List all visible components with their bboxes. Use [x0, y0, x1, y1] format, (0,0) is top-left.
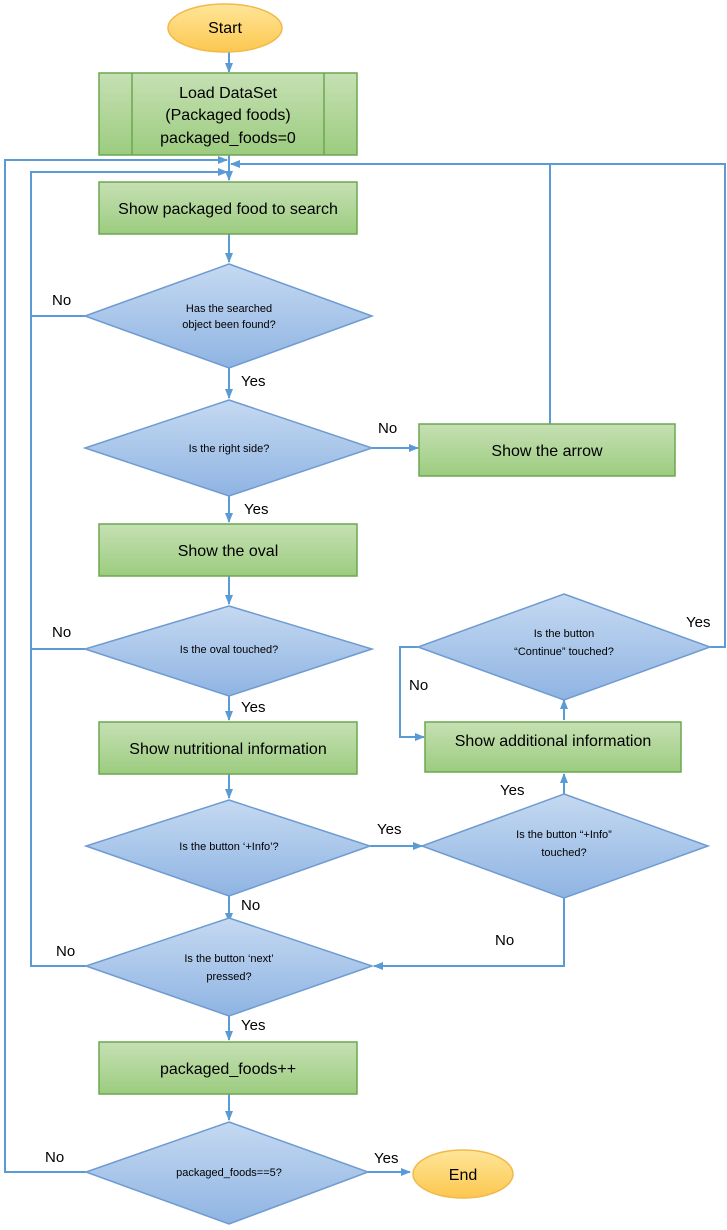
- found-decision: Has the searched object been found?: [82, 263, 375, 369]
- show-arrow-label: Show the arrow: [491, 443, 603, 460]
- label-no-right: No: [378, 420, 397, 437]
- end-terminal: End: [412, 1149, 514, 1199]
- label-no-five: No: [45, 1149, 64, 1166]
- label-yes-next: Yes: [241, 1017, 265, 1034]
- continue-decision: Is the button “Continue” touched?: [415, 593, 713, 701]
- label-yes-five: Yes: [374, 1150, 398, 1167]
- branch-labels: No Yes No Yes No Yes Yes No Yes Yes No N…: [45, 292, 710, 1167]
- label-yes-found: Yes: [241, 373, 265, 390]
- found-line-2: object been found?: [182, 319, 276, 331]
- label-yes-right: Yes: [244, 501, 268, 518]
- connector-check-no-loop: [4, 156, 228, 1173]
- connector-plus-touched-no: [373, 898, 565, 970]
- load-dataset-box: Load DataSet (Packaged foods) packaged_f…: [98, 72, 358, 156]
- show-nutritional-label: Show nutritional information: [129, 741, 326, 758]
- load-line-3: packaged_foods=0: [160, 130, 296, 147]
- next-decision: Is the button ‘next’ pressed?: [83, 917, 375, 1017]
- label-yes-continue: Yes: [686, 614, 710, 631]
- next-line-1: Is the button ‘next’: [184, 953, 273, 965]
- continue-line-1: Is the button: [534, 628, 595, 640]
- show-additional-box: Show additional information: [424, 721, 682, 773]
- label-no-plus-touched: No: [495, 932, 514, 949]
- increment-box: packaged_foods++: [98, 1041, 358, 1095]
- connector-continue-yes-loop: [550, 163, 726, 648]
- show-food-box: Show packaged food to search: [98, 181, 358, 235]
- label-yes-plus-btn: Yes: [377, 821, 401, 838]
- show-food-label: Show packaged food to search: [118, 201, 338, 218]
- plus-info-label: Is the button ‘+Info’?: [179, 841, 278, 853]
- show-nutritional-box: Show nutritional information: [98, 721, 358, 775]
- connector-found-no-loop: [30, 168, 228, 317]
- start-terminal: Start: [167, 3, 283, 53]
- connectors: [4, 52, 726, 1176]
- end-label: End: [449, 1167, 477, 1184]
- oval-touched-label: Is the oval touched?: [180, 644, 278, 656]
- increment-label: packaged_foods++: [160, 1061, 296, 1078]
- right-side-label: Is the right side?: [189, 443, 270, 455]
- label-no-continue: No: [409, 677, 428, 694]
- show-arrow-box: Show the arrow: [418, 423, 676, 477]
- right-side-decision: Is the right side?: [82, 399, 375, 497]
- found-line-1: Has the searched: [186, 303, 272, 315]
- connector-next-no-loop: [30, 649, 86, 967]
- plus-info-decision: Is the button ‘+Info’?: [83, 799, 373, 897]
- plus-touched-decision: Is the button “+Info” touched?: [419, 793, 711, 899]
- load-line-2: (Packaged foods): [165, 107, 290, 124]
- label-no-found: No: [52, 292, 71, 309]
- plus-touched-line-1: Is the button “+Info”: [516, 829, 612, 841]
- connector-continue-no: [399, 646, 425, 741]
- show-additional-label: Show additional information: [455, 733, 652, 750]
- label-no-oval: No: [52, 624, 71, 641]
- show-oval-label: Show the oval: [178, 543, 279, 560]
- load-line-1: Load DataSet: [179, 85, 277, 102]
- connector-oval-no-loop: [30, 316, 85, 650]
- check-five-label: packaged_foods==5?: [176, 1167, 282, 1179]
- label-no-plus-btn: No: [241, 897, 260, 914]
- label-no-next: No: [56, 943, 75, 960]
- start-label: Start: [208, 20, 242, 37]
- continue-line-2: “Continue” touched?: [514, 646, 614, 658]
- label-yes-plus-touched: Yes: [500, 782, 524, 799]
- check-five-decision: packaged_foods==5?: [83, 1121, 371, 1225]
- label-yes-oval: Yes: [241, 699, 265, 716]
- next-line-2: pressed?: [206, 971, 251, 983]
- show-oval-box: Show the oval: [98, 523, 358, 577]
- plus-touched-line-2: touched?: [541, 847, 586, 859]
- oval-touched-decision: Is the oval touched?: [82, 605, 375, 697]
